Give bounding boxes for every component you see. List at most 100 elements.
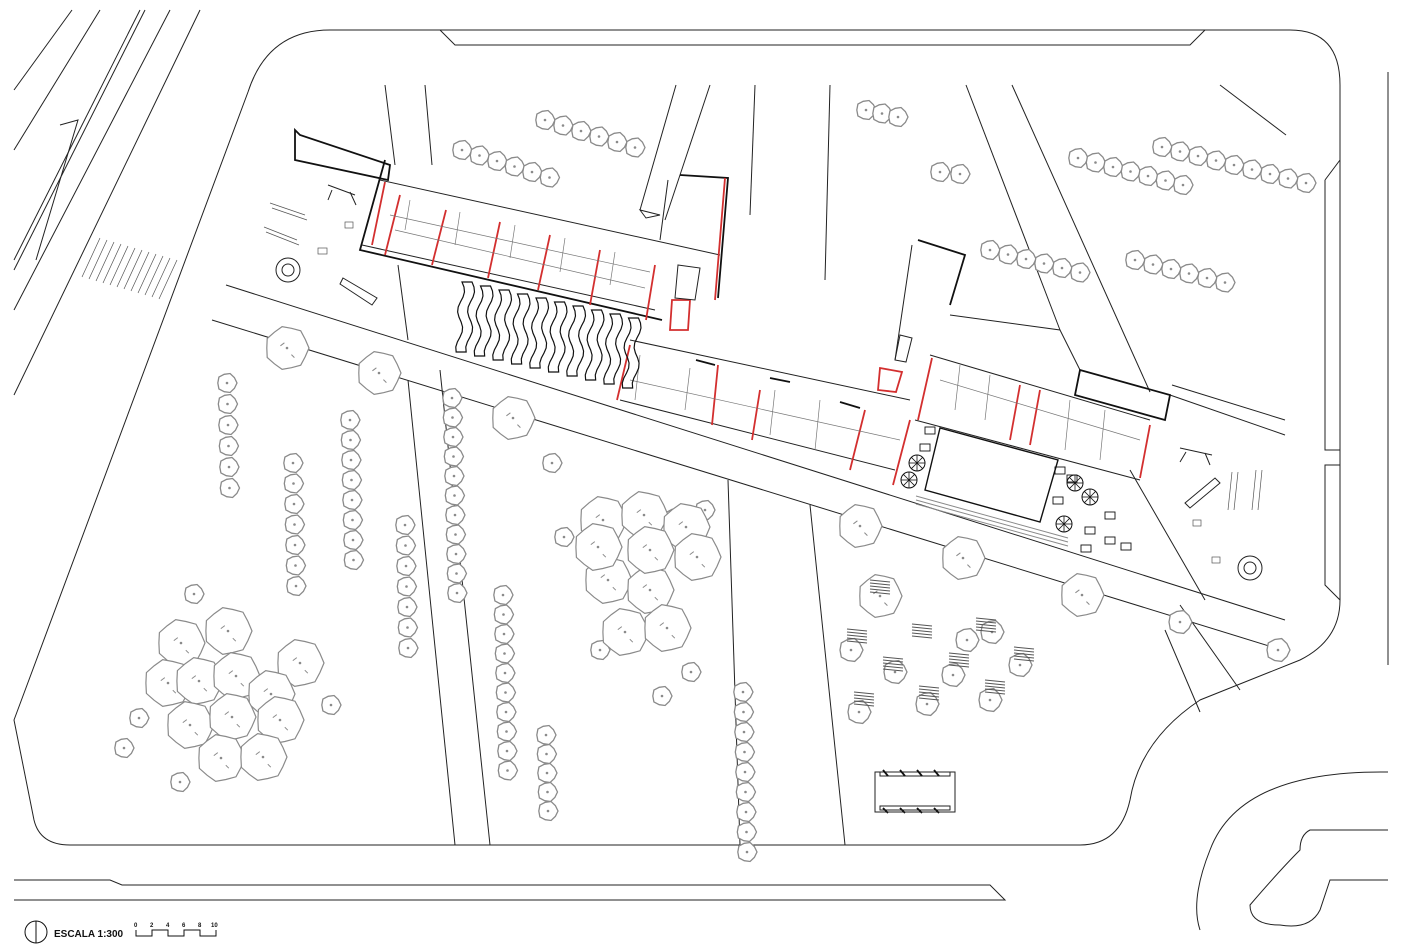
- tree-icon: [980, 239, 1001, 261]
- scale-tick-6: 6: [182, 923, 186, 929]
- tree-icon: [736, 821, 758, 843]
- tree-icon: [537, 781, 559, 803]
- tree-icon: [539, 167, 561, 188]
- tree-icon: [497, 760, 519, 781]
- tree-icon: [445, 524, 467, 545]
- umbrella-icon: [900, 471, 918, 489]
- tree-icon: [442, 387, 463, 409]
- tree-icon: [444, 465, 465, 487]
- tree-icon: [209, 692, 257, 742]
- bench-icon: [975, 617, 997, 633]
- north-arrow-icon: [24, 920, 48, 944]
- tree-icon: [277, 638, 325, 688]
- tree-icon: [839, 637, 864, 663]
- garden-beds: [455, 281, 642, 389]
- tree-icon: [571, 120, 592, 142]
- tree-icon: [205, 606, 253, 656]
- lounger: [924, 426, 936, 435]
- tree-icon: [286, 575, 307, 597]
- tree-icon: [213, 651, 261, 701]
- tree-icon: [733, 701, 755, 723]
- trees: [114, 99, 1317, 863]
- tree-icon: [872, 103, 893, 124]
- street-outlines: [13, 9, 1389, 931]
- tree-icon: [343, 549, 365, 571]
- bench-icon: [911, 623, 933, 639]
- tree-icon: [447, 582, 468, 604]
- tree-icon: [493, 604, 515, 625]
- tree-icon: [129, 707, 150, 729]
- pedestrian-crossing: [81, 237, 178, 300]
- tree-icon: [240, 732, 288, 782]
- bench-icon: [846, 628, 868, 644]
- tree-icon: [681, 661, 702, 683]
- graphic-scale-bar: 0 2 4 6 8 10: [134, 923, 218, 937]
- tree-icon: [446, 563, 468, 584]
- tree-icon: [859, 573, 903, 619]
- tree-icon: [1206, 150, 1227, 171]
- tree-icon: [396, 555, 417, 577]
- tree-icon: [469, 145, 491, 166]
- tree-icon: [1138, 165, 1159, 187]
- tree-icon: [1016, 248, 1037, 270]
- tree-icon: [930, 161, 951, 183]
- lounger: [1104, 536, 1116, 545]
- tree-icon: [1296, 172, 1317, 194]
- tree-icon: [644, 603, 692, 653]
- tree-icon: [167, 700, 215, 750]
- tree-icon: [218, 414, 239, 436]
- tree-icon: [341, 449, 362, 471]
- tree-icon: [340, 409, 361, 431]
- lounger: [1084, 526, 1096, 535]
- tree-icon: [219, 477, 241, 499]
- tree-icon: [492, 395, 536, 441]
- bench-icon: [882, 656, 904, 672]
- tree-icon: [625, 137, 646, 158]
- bench-icon: [1013, 646, 1035, 662]
- tree-icon: [443, 426, 464, 448]
- tree-icon: [497, 740, 518, 762]
- tree-icon: [114, 737, 135, 759]
- tree-icon: [283, 452, 304, 474]
- umbrella-icon: [1081, 488, 1099, 506]
- tree-icon: [444, 485, 466, 506]
- playground-east: [1179, 447, 1263, 581]
- tree-icon: [397, 617, 419, 638]
- bench-icon: [984, 679, 1006, 695]
- tree-icon: [341, 469, 363, 491]
- tree-icon: [839, 503, 883, 549]
- lounger: [1104, 511, 1116, 520]
- lounger: [1120, 542, 1132, 551]
- tree-icon: [218, 435, 240, 457]
- tree-icon: [1052, 257, 1073, 279]
- tree-icon: [537, 762, 558, 784]
- tree-icon: [1068, 147, 1089, 169]
- building: [294, 127, 1172, 486]
- tree-icon: [284, 493, 305, 515]
- tree-icon: [1155, 170, 1177, 191]
- tree-icon: [1034, 253, 1055, 274]
- tree-icon: [158, 618, 206, 668]
- bench-icon: [918, 685, 940, 701]
- tree-icon: [1085, 152, 1107, 173]
- tree-icon: [487, 150, 508, 172]
- tree-icon: [627, 525, 675, 575]
- tree-icon: [1278, 168, 1299, 189]
- tree-icon: [283, 473, 305, 494]
- tree-icon: [198, 733, 246, 783]
- tree-icon: [266, 325, 310, 371]
- tree-icon: [257, 695, 305, 745]
- tree-icon: [734, 741, 756, 763]
- tree-icon: [494, 623, 515, 645]
- tree-icon: [217, 393, 239, 415]
- tree-icon: [950, 163, 971, 185]
- tree-icon: [1260, 163, 1281, 185]
- tree-icon: [1266, 637, 1291, 663]
- tree-icon: [396, 576, 418, 597]
- tree-icon: [737, 841, 758, 863]
- tree-icon: [1152, 136, 1173, 158]
- tree-icon: [1170, 141, 1191, 162]
- tree-icon: [554, 526, 575, 548]
- tree-icon: [342, 489, 363, 511]
- tree-icon: [1143, 254, 1164, 275]
